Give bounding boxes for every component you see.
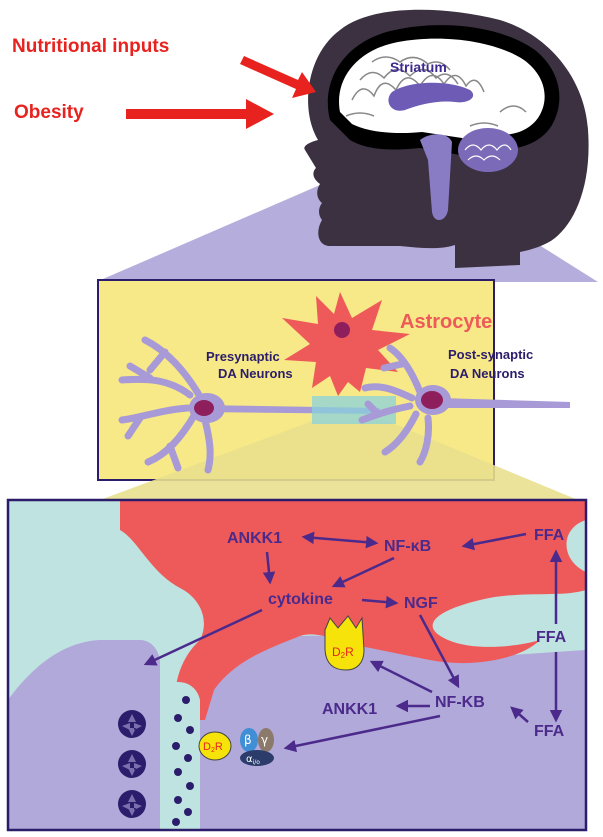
- presynaptic-nucleus: [194, 400, 214, 416]
- astrocyte-label: Astrocyte: [400, 311, 492, 333]
- arrow-cytokine-neuron: [143, 608, 263, 666]
- astrocyte-nucleus: [334, 322, 350, 338]
- arrow-cytokine-ngf: [361, 595, 399, 609]
- arrow-ankk1-nfkb: [301, 531, 379, 549]
- postsynaptic-label-line2: DA Neurons: [450, 366, 525, 381]
- nutritional-inputs-label: Nutritional inputs: [12, 36, 169, 57]
- astro-d2r-label: D2R: [332, 645, 354, 660]
- arrow-ankk1-cytokine: [262, 551, 276, 585]
- arrow-ffa-nfkb-bottom: [510, 706, 529, 723]
- zoom-wedge-bottom: [100, 420, 578, 500]
- dopamine-dots: [172, 696, 194, 826]
- detail-panel: D2R D2R β γ αi/o ANKK1 NF-κB FFA cytokin…: [6, 498, 588, 832]
- nfkb-top-label: NF-κB: [384, 538, 431, 555]
- postsynaptic-cell-region: [8, 635, 586, 830]
- presynaptic-label-line2: DA Neurons: [218, 366, 293, 381]
- vesicle-1: [118, 710, 146, 738]
- vesicle-3: [118, 790, 146, 818]
- cerebellum: [458, 128, 518, 172]
- ankk1-bottom-label: ANKK1: [322, 701, 377, 718]
- postsynaptic-nucleus: [421, 391, 443, 409]
- synaptic-cleft: [160, 680, 200, 830]
- brainstem: [420, 134, 452, 221]
- alpha-label: αi/o: [246, 754, 260, 766]
- arrow-nfkb-gprotein: [283, 714, 441, 753]
- cytokine-label: cytokine: [268, 591, 333, 608]
- astrocyte-d2r-receptor: D2R: [324, 615, 365, 671]
- obesity-label: Obesity: [14, 102, 84, 123]
- gamma-label: γ: [261, 733, 268, 747]
- obesity-arrow: [126, 99, 274, 129]
- postsynaptic-d2r-complex: D2R β γ αi/o: [198, 728, 274, 766]
- arrow-nfkb-d2r: [369, 660, 433, 694]
- postsynaptic-label-line1: Post-synaptic: [448, 347, 533, 362]
- ffa-bottom-label: FFA: [534, 723, 565, 740]
- vesicle-2: [118, 750, 146, 778]
- pathway-arrows: [143, 531, 563, 753]
- g-alpha-subunit: [240, 750, 274, 766]
- g-beta-subunit: [240, 728, 258, 752]
- nfkb-bottom-label: NF-ΚB: [435, 694, 485, 711]
- head-and-brain: Striatum: [96, 9, 598, 282]
- post-d2r-label: D2R: [203, 741, 223, 754]
- ngf-label: NGF: [404, 595, 438, 612]
- nutritional-arrow: [240, 56, 316, 98]
- synapse-panel: Astrocyte Presynaptic DA Neurons Post-sy…: [97, 279, 578, 500]
- arrow-nfkb-cytokine: [331, 556, 395, 588]
- d2r-receptor: [198, 731, 232, 761]
- ffa-top-label: FFA: [534, 527, 565, 544]
- detail-panel-border: [6, 498, 588, 832]
- astrocyte-process: [120, 500, 586, 720]
- beta-label: β: [244, 733, 252, 747]
- g-gamma-subunit: [258, 728, 274, 752]
- postsynaptic-neuron: [358, 344, 570, 466]
- vesicle-group: [118, 710, 146, 818]
- ankk1-top-label: ANKK1: [227, 530, 282, 547]
- pathway-labels: ANKK1 NF-κB FFA cytokine NGF FFA NF-ΚB A…: [227, 527, 567, 740]
- striatum-shape: [388, 82, 474, 111]
- presynaptic-label-line1: Presynaptic: [206, 349, 280, 364]
- arrow-ffa-nfkb: [461, 532, 527, 551]
- striatum-label: Striatum: [390, 59, 447, 75]
- ffa-mid-label: FFA: [536, 629, 567, 646]
- arrow-ngf-nfkb: [418, 614, 460, 689]
- astrocyte-cell: [282, 292, 410, 396]
